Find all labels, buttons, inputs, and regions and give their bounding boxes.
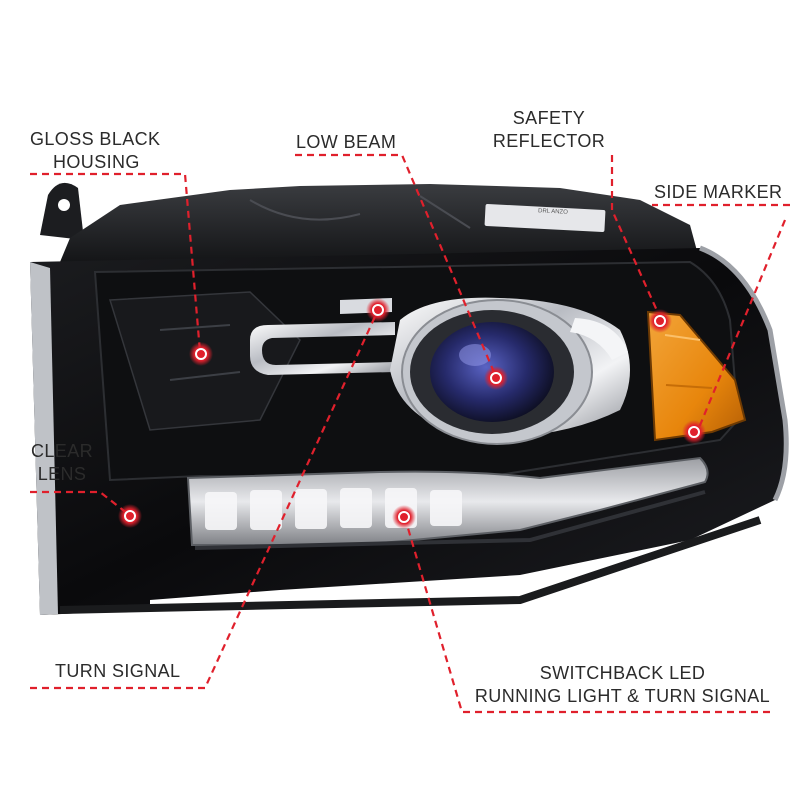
callout-side-marker: SIDE MARKER — [654, 181, 782, 204]
callout-safety-reflector-line1: SAFETY — [512, 108, 586, 128]
housing-sticker-text: DRL ANZO — [538, 208, 568, 217]
callout-low-beam-line1: LOW BEAM — [296, 132, 397, 152]
callout-side-marker-line1: SIDE MARKER — [654, 182, 783, 202]
callout-turn-signal: TURN SIGNAL — [55, 660, 180, 683]
dot-turn-signal — [366, 298, 390, 322]
callout-dots — [118, 298, 706, 529]
dot-switchback-led — [392, 505, 416, 529]
leader-low-beam — [295, 153, 498, 378]
headlight-housing — [30, 182, 789, 615]
rear-housing-top — [60, 184, 700, 262]
chrome-accent-bar — [250, 322, 395, 375]
callout-clear-lens: CLEAR LENS — [30, 440, 94, 486]
dot-safety-reflector — [648, 309, 672, 333]
callout-switchback-led: SWITCHBACK LED RUNNING LIGHT & TURN SIGN… — [470, 662, 775, 708]
sticker-line1: DRL — [537, 208, 550, 215]
leader-turn-signal — [30, 309, 380, 690]
dot-clear-lens — [118, 504, 142, 528]
leader-switchback-led — [403, 517, 770, 714]
callout-gloss-black-housing-line1: GLOSS BLACK — [30, 129, 161, 149]
callout-switchback-led-line1: SWITCHBACK LED — [539, 663, 706, 683]
callout-clear-lens-line2: LENS — [37, 464, 87, 484]
dot-low-beam — [484, 366, 508, 390]
sticker-line2: ANZO — [550, 208, 568, 216]
callout-clear-lens-line1: CLEAR — [30, 441, 94, 461]
callout-turn-signal-line1: TURN SIGNAL — [55, 661, 181, 681]
clear-lens-edge — [30, 262, 58, 615]
housing-sticker — [484, 203, 606, 233]
dot-gloss-black-housing — [189, 342, 213, 366]
callout-leaders — [30, 153, 790, 714]
leader-safety-reflector — [610, 155, 660, 314]
amber-side-marker — [646, 310, 747, 442]
callout-switchback-led-line2: RUNNING LIGHT & TURN SIGNAL — [474, 686, 771, 706]
leader-gloss-black-housing — [30, 172, 202, 353]
mount-tab-left — [40, 182, 84, 240]
dot-side-marker — [682, 420, 706, 444]
callout-low-beam: LOW BEAM — [296, 131, 396, 154]
callout-safety-reflector-line2: REFLECTOR — [492, 131, 606, 151]
callout-gloss-black-housing-line2: HOUSING — [53, 152, 140, 172]
callout-safety-reflector: SAFETY REFLECTOR — [490, 107, 608, 153]
leader-side-marker — [652, 203, 790, 431]
callout-gloss-black-housing: GLOSS BLACK HOUSING — [30, 128, 160, 174]
